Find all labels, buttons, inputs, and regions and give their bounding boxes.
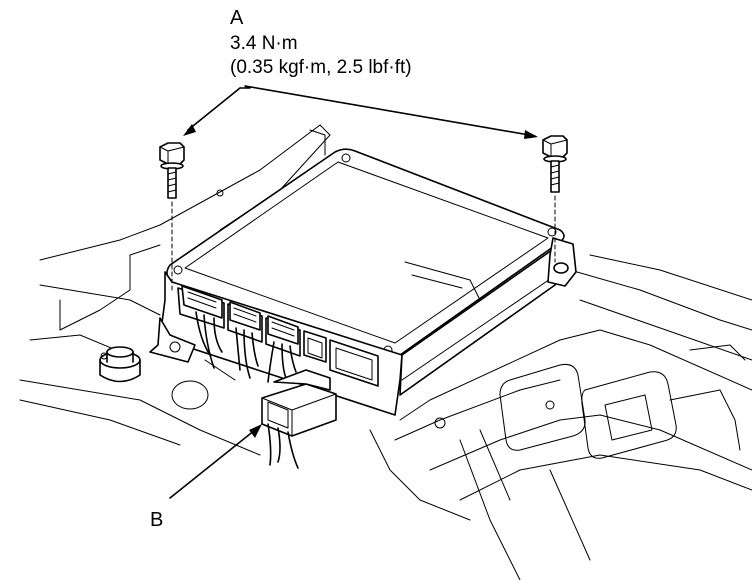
vehicle-floor-structure	[19, 124, 752, 580]
connector-b	[261, 369, 337, 469]
bolt-right	[542, 135, 568, 263]
wire-harness	[195, 311, 297, 383]
ecu-unit	[149, 148, 577, 416]
callout-b-letter: B	[150, 509, 164, 531]
leader-lines	[169, 85, 538, 499]
callout-a-letter: A	[230, 7, 244, 29]
bolt-left	[159, 142, 185, 291]
callout-a-torque-nm: 3.4 N·m	[230, 33, 298, 54]
callout-a-torque-alt: (0.35 kgf·m, 2.5 lbf·ft)	[230, 57, 412, 78]
